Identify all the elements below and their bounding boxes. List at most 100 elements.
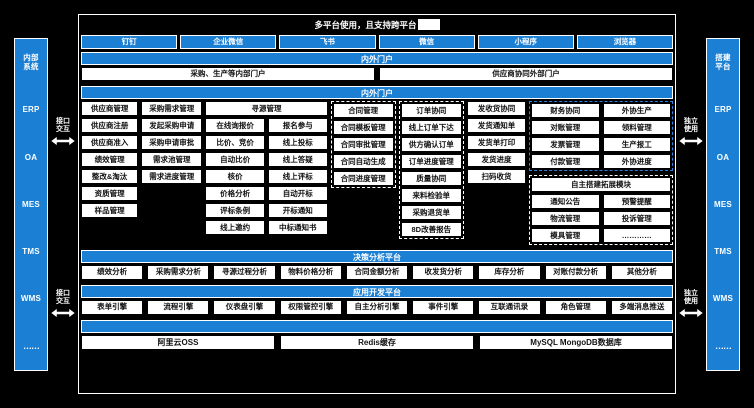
module-cell[interactable]: 资质管理: [81, 186, 139, 201]
appdev-item-7[interactable]: 角色管理: [544, 300, 607, 315]
extend-box: 自主搭建拓展模块通知公告预警提醒物流管理投诉管理模具管理…………: [529, 175, 673, 245]
module-cell[interactable]: 线上答疑: [267, 152, 328, 167]
module-cell[interactable]: 8D改善报告: [400, 222, 462, 237]
decision-item-8[interactable]: 其他分析: [610, 265, 673, 280]
left-sidebar-item-1: ERP: [22, 105, 40, 115]
module-pair: 财务协同外协生产: [531, 103, 671, 118]
module-cell[interactable]: 质量协同: [400, 171, 462, 186]
module-cell[interactable]: 评标条例: [205, 203, 265, 218]
module-cell[interactable]: 付款管理: [531, 154, 600, 169]
extend-label[interactable]: 自主搭建拓展模块: [531, 177, 671, 192]
portal-item-0[interactable]: 采购、生产等内部门户: [81, 67, 375, 81]
module-cell[interactable]: 合同模板管理: [332, 120, 394, 135]
appdev-item-5[interactable]: 事件引擎: [412, 300, 475, 315]
decision-item-3[interactable]: 物料价格分析: [279, 265, 342, 280]
portal-item-1[interactable]: 供应商协同外部门户: [379, 67, 673, 81]
module-pair: 自动比价线上答疑: [205, 152, 328, 167]
module-cell[interactable]: 供应商注册: [81, 118, 139, 133]
client-channel-2[interactable]: 飞书: [279, 35, 376, 49]
decision-item-1[interactable]: 采购需求分析: [147, 265, 210, 280]
module-cell[interactable]: 核价: [205, 169, 265, 184]
module-cell[interactable]: 整改&淘汰: [81, 169, 139, 184]
infra-item-1[interactable]: Redis缓存: [280, 335, 474, 350]
module-cell[interactable]: 采购申请审批: [141, 135, 203, 150]
appdev-item-3[interactable]: 权限管控引擎: [279, 300, 342, 315]
right-sidebar-item-0: 搭建平台: [715, 53, 731, 71]
module-cell[interactable]: 线上邀约: [205, 220, 265, 235]
module-cell[interactable]: 开标通知: [267, 203, 328, 218]
appdev-item-6[interactable]: 互联通讯录: [478, 300, 541, 315]
modules-section: 内外门户 供应商管理供应商注册供应商准入绩效管理整改&淘汰资质管理样品管理采购需…: [81, 85, 673, 245]
module-cell[interactable]: 预警提醒: [602, 194, 671, 209]
module-cell[interactable]: 合同审批管理: [332, 137, 394, 152]
client-channel-3[interactable]: 微信: [378, 35, 475, 49]
module-cell[interactable]: 扫码收货: [466, 169, 527, 184]
module-cell[interactable]: 采购退货单: [400, 205, 462, 220]
decision-item-6[interactable]: 库存分析: [478, 265, 541, 280]
module-cell[interactable]: 订单进度管理: [400, 154, 462, 169]
module-cell[interactable]: 生产报工: [602, 137, 671, 152]
client-channel-0[interactable]: 钉钉: [81, 35, 178, 49]
module-cell[interactable]: 在线询报价: [205, 118, 265, 133]
module-column-header[interactable]: 合同管理: [332, 103, 394, 118]
module-cell[interactable]: 样品管理: [81, 203, 139, 218]
client-channel-5[interactable]: 浏览器: [576, 35, 674, 49]
module-column-header[interactable]: 订单协同: [400, 103, 462, 118]
module-cell[interactable]: 投诉管理: [602, 211, 671, 226]
module-cell[interactable]: 合同自动生成: [332, 154, 394, 169]
module-cell[interactable]: 绩效管理: [81, 152, 139, 167]
module-cell[interactable]: 中标通知书: [267, 220, 328, 235]
module-cell[interactable]: 线上投标: [267, 135, 328, 150]
module-cell[interactable]: 外协进度: [602, 154, 671, 169]
module-cell[interactable]: 价格分析: [205, 186, 265, 201]
decision-item-5[interactable]: 收发货分析: [412, 265, 475, 280]
left-connector-label-bottom: 接口交互: [56, 290, 70, 306]
client-channel-4[interactable]: 小程序: [477, 35, 574, 49]
module-cell[interactable]: 需求进度管理: [141, 169, 203, 184]
module-pair: 价格分析自动开标: [205, 186, 328, 201]
module-cell[interactable]: 需求池管理: [141, 152, 203, 167]
infra-item-2[interactable]: MySQL MongoDB数据库: [479, 335, 673, 350]
module-column-header[interactable]: 供应商管理: [81, 101, 139, 116]
module-cell[interactable]: …………: [602, 228, 671, 243]
module-cell[interactable]: 对账管理: [531, 120, 600, 135]
module-cell[interactable]: 来料检验单: [400, 188, 462, 203]
module-column-header[interactable]: 寻源管理: [205, 101, 328, 116]
module-column-header[interactable]: 采购需求管理: [141, 101, 203, 116]
decision-item-0[interactable]: 绩效分析: [81, 265, 144, 280]
module-cell[interactable]: 线上订单下达: [400, 120, 462, 135]
client-channel-1[interactable]: 企业微信: [180, 35, 277, 49]
module-cell[interactable]: 自动开标: [267, 186, 328, 201]
module-column-header[interactable]: 发收货协同: [466, 101, 527, 116]
appdev-item-1[interactable]: 流程引擎: [147, 300, 210, 315]
module-cell[interactable]: 模具管理: [531, 228, 600, 243]
module-cell[interactable]: 领料管理: [602, 120, 671, 135]
module-cell[interactable]: 外协生产: [602, 103, 671, 118]
module-cell[interactable]: 发票管理: [531, 137, 600, 152]
module-cell[interactable]: 合同进度管理: [332, 171, 394, 186]
appdev-item-4[interactable]: 自主分析引擎: [345, 300, 409, 315]
appdev-item-8[interactable]: 多端消息推送: [610, 300, 673, 315]
right-sidebar-item-4: TMS: [714, 247, 732, 257]
decision-item-2[interactable]: 寻源过程分析: [213, 265, 276, 280]
module-cell[interactable]: 供方确认订单: [400, 137, 462, 152]
module-cell[interactable]: 自动比价: [205, 152, 265, 167]
module-cell[interactable]: 比价、竞价: [205, 135, 265, 150]
decision-item-4[interactable]: 合同金额分析: [345, 265, 409, 280]
module-cell[interactable]: 线上评标: [267, 169, 328, 184]
module-cell[interactable]: 发货进度: [466, 152, 527, 167]
module-cell[interactable]: 物流管理: [531, 211, 600, 226]
module-cell[interactable]: 发起采购申请: [141, 118, 203, 133]
module-cell[interactable]: 报名参与: [267, 118, 328, 133]
infra-item-0[interactable]: 阿里云OSS: [81, 335, 275, 350]
module-cell[interactable]: 供应商准入: [81, 135, 139, 150]
right-sidebar-item-2: OA: [716, 152, 730, 162]
module-cell[interactable]: 财务协同: [531, 103, 600, 118]
decision-item-7[interactable]: 对账付款分析: [544, 265, 607, 280]
module-cell[interactable]: 通知公告: [531, 194, 600, 209]
appdev-item-2[interactable]: 仪表盘引擎: [213, 300, 276, 315]
appdev-item-0[interactable]: 表单引擎: [81, 300, 144, 315]
module-cell[interactable]: 发货单打印: [466, 135, 527, 150]
module-cell[interactable]: 发货通知单: [466, 118, 527, 133]
right-sidebar-item-3: MES: [714, 199, 732, 209]
